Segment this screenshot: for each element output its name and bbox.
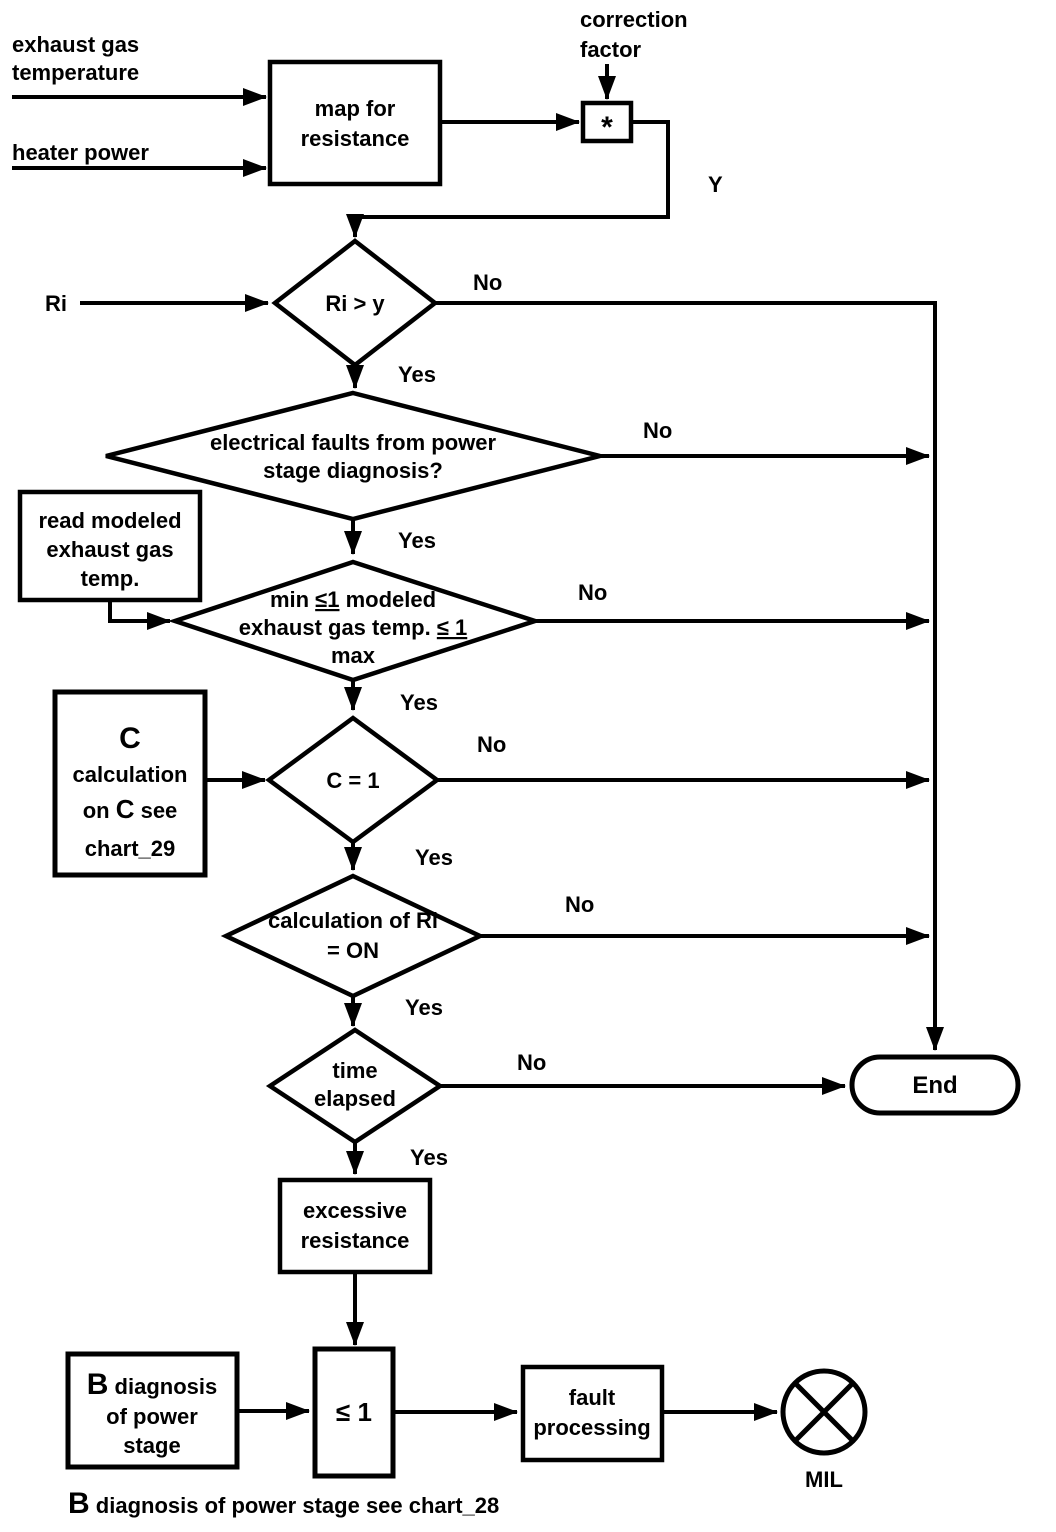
d3-line2-pre: exhaust gas temp. <box>239 615 437 640</box>
footnote-b: B <box>68 1487 90 1520</box>
read-modeled-temp-line1: read modeled <box>38 508 181 533</box>
decision-temp-range-line2: exhaust gas temp. ≤ 1 <box>239 615 468 640</box>
edge-label-d5-no: No <box>565 892 594 917</box>
map-resistance-line1: map for <box>315 96 396 121</box>
excessive-resistance-box <box>277 1177 433 1275</box>
edge-label-d3-yes: Yes <box>400 690 438 715</box>
map-resistance-box <box>267 59 443 187</box>
heater-power-label: heater power <box>12 140 149 165</box>
edge-label-d4-yes: Yes <box>415 845 453 870</box>
decision-time-elapsed-line1: time <box>332 1058 377 1083</box>
d3-line1-pre: min <box>270 587 315 612</box>
d3-line2-le: ≤ 1 <box>437 615 467 640</box>
end-node-label: End <box>912 1072 957 1099</box>
map-resistance-line2: resistance <box>301 126 410 151</box>
c-box-line3-c: C <box>116 794 135 824</box>
decision-ri-calculation-line2: = ON <box>327 938 379 963</box>
decision-electrical-faults-line1: electrical faults from power <box>210 430 497 455</box>
correction-factor-line1: correction <box>580 7 688 32</box>
edge-label-d5-yes: Yes <box>405 995 443 1020</box>
edge-label-y: Y <box>708 172 723 197</box>
edge-label-d1-yes: Yes <box>398 362 436 387</box>
exhaust-gas-label-line2: temperature <box>12 60 139 85</box>
decision-ri-calculation-on <box>220 873 486 999</box>
mil-lamp-icon <box>780 1368 868 1456</box>
edge-label-d2-yes: Yes <box>398 528 436 553</box>
edge-label-d1-no: No <box>473 270 502 295</box>
edge-label-d6-yes: Yes <box>410 1145 448 1170</box>
fault-processing-box <box>520 1364 665 1463</box>
decision-temp-range-line3: max <box>331 643 376 668</box>
d3-line1-le: ≤1 <box>315 587 339 612</box>
excessive-resistance-line2: resistance <box>301 1228 410 1253</box>
c-calculation-box <box>52 689 208 878</box>
read-modeled-temp-line3: temp. <box>81 566 140 591</box>
exhaust-gas-label-line1: exhaust gas <box>12 32 139 57</box>
read-modeled-temp-line2: exhaust gas <box>46 537 173 562</box>
decision-electrical-faults <box>105 390 601 522</box>
ri-input-label: Ri <box>45 291 67 316</box>
decision-time-elapsed-line2: elapsed <box>314 1086 396 1111</box>
end-node <box>849 1054 1021 1116</box>
mil-lamp-cross-2 <box>793 1381 855 1443</box>
decision-electrical-faults-line2: stage diagnosis? <box>263 458 443 483</box>
fault-processing-line2: processing <box>533 1415 650 1440</box>
fault-processing-line1: fault <box>569 1385 616 1410</box>
multiply-symbol: * <box>601 111 613 144</box>
d3-line1-post: modeled <box>339 587 436 612</box>
mil-label: MIL <box>805 1467 843 1492</box>
footnote-rest: diagnosis of power stage see chart_28 <box>90 1493 500 1518</box>
edge-label-d3-no: No <box>578 580 607 605</box>
b-diagnosis-line1: B diagnosis <box>87 1368 217 1401</box>
decision-ri-gt-y-label: Ri > y <box>325 291 385 316</box>
decision-temp-range-line1: min ≤1 modeled <box>270 587 436 612</box>
c-calculation-line2: calculation <box>73 762 188 787</box>
edge-label-d2-no: No <box>643 418 672 443</box>
c-box-line3-post: see <box>134 798 177 823</box>
decision-ri-calculation-line1: calculation of Ri <box>268 908 438 933</box>
b-diagnosis-rest: diagnosis <box>108 1374 217 1399</box>
edge-label-d6-no: No <box>517 1050 546 1075</box>
c-calculation-line1: C <box>119 722 141 755</box>
edge-label-d4-no: No <box>477 732 506 757</box>
excessive-resistance-line1: excessive <box>303 1198 407 1223</box>
b-diagnosis-line3: stage <box>123 1433 180 1458</box>
correction-factor-line2: factor <box>580 37 642 62</box>
footnote: B diagnosis of power stage see chart_28 <box>68 1487 499 1520</box>
c-calculation-line3: on C see <box>83 794 178 824</box>
edge-multiply-to-d1 <box>346 120 670 238</box>
edge-d1-no-trunk <box>435 301 944 1051</box>
c-box-line3-pre: on <box>83 798 116 823</box>
edge-readtemp-to-d3 <box>108 600 171 630</box>
c-calculation-line4: chart_29 <box>85 836 176 861</box>
le1-label: ≤ 1 <box>336 1397 372 1427</box>
decision-c-equals-1-label: C = 1 <box>326 768 379 793</box>
b-diagnosis-b: B <box>87 1368 109 1401</box>
b-diagnosis-line2: of power <box>106 1404 198 1429</box>
